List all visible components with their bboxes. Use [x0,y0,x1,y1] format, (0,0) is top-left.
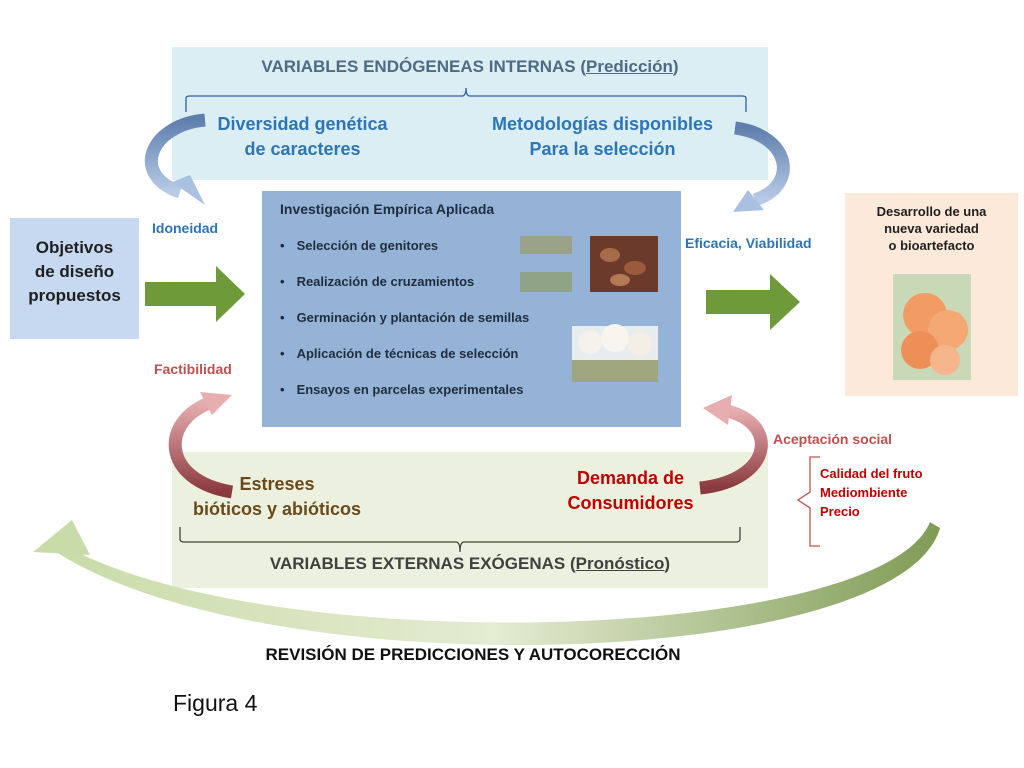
feedback-arrowhead [33,520,90,555]
list-item: Aplicación de técnicas de selección [280,340,529,376]
aceptacion-curve [699,403,768,495]
feedback-loop [50,522,940,646]
methodologies-label: Metodologías disponibles Para la selecci… [491,114,713,159]
figure-caption: Figura 4 [173,690,258,716]
eficacia-label: Eficacia, Viabilidad [685,235,812,251]
result-text: Desarrollo de una nueva variedad o bioar… [876,204,987,253]
aceptacion-label: Aceptación social [773,431,893,447]
social-bracket [796,456,820,547]
genetic-diversity-label: Diversidad genética de caracteres [217,114,388,159]
center-title: Investigación Empírica Aplicada [280,201,495,217]
revision-caption: REVISIÓN DE PREDICCIONES Y AUTOCORECCIÓN [265,645,681,664]
factibilidad-label: Factibilidad [154,361,232,377]
idoneidad-curve [144,113,206,199]
exogenous-variables-panel [172,452,768,588]
objectives-text: Objetivos de diseño propuestos [28,238,121,305]
top-brace [185,87,747,112]
eficacia-curve [733,121,790,207]
list-item: Germinación y plantación de semillas [280,304,530,340]
exogenous-title: VARIABLES EXTERNAS EXÓGENAS (Pronóstico) [269,554,671,573]
output-arrow [706,274,800,330]
input-arrow [145,266,245,322]
stresses-label: Estreses bióticos y abióticos [192,474,362,519]
research-steps-list: Selección de genitores Realización de cr… [280,232,530,412]
social-factors: Calidad del fruto Mediombiente Precio [820,466,923,519]
consumer-demand-label: Demanda de Consumidores [567,468,694,513]
bottom-brace [179,527,741,553]
list-item: Selección de genitores [280,232,529,268]
list-item: Realización de cruzamientos [280,268,529,304]
objectives-box [10,218,139,339]
factibilidad-curve [168,395,234,499]
endogenous-variables-panel [172,47,768,180]
list-item: Ensayos en parcelas experimentales [280,376,529,412]
endogenous-title: VARIABLES ENDÓGENEAS INTERNAS (Predicció… [261,57,679,76]
idoneidad-label: Idoneidad [152,220,219,236]
